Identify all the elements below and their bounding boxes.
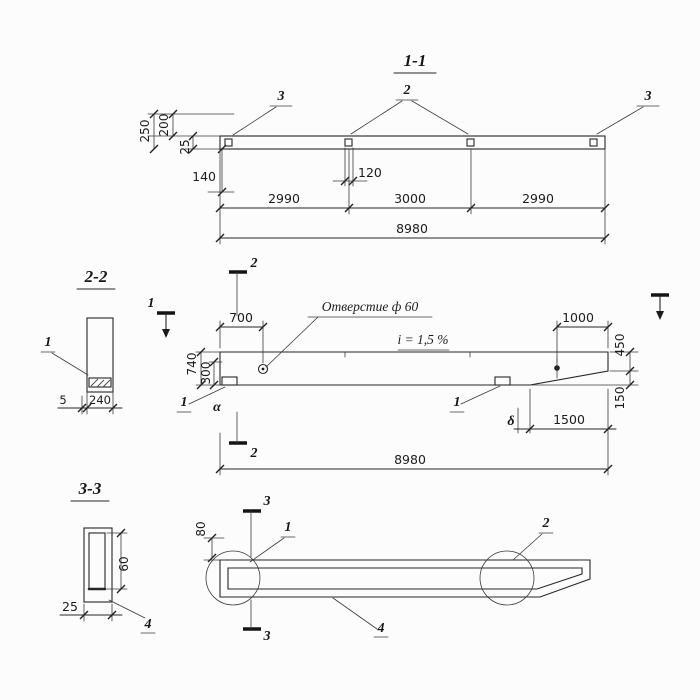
dim-60: 60 — [117, 556, 131, 571]
section-title-3-3: 3-3 — [78, 479, 102, 498]
callout-1-plan: 1 — [285, 520, 292, 535]
section-3-3-inner — [88, 532, 106, 590]
detail-circle-left — [205, 550, 261, 606]
section-2-2-outline — [86, 317, 114, 393]
callout-1-mid: 1 — [454, 395, 461, 410]
dim-240: 240 — [89, 393, 111, 407]
dim-80: 80 — [194, 521, 208, 536]
flange-plate — [88, 377, 112, 388]
callout-2-mid: 2 — [403, 83, 411, 98]
dim-total-elevation: 8980 — [394, 452, 426, 467]
section-mark-3-top: 3 — [263, 494, 271, 509]
hole-note: Отверстие ф 60 — [322, 299, 419, 314]
section-mark-2-top: 2 — [250, 256, 258, 271]
connection-plate — [466, 138, 475, 147]
delta-label: δ — [507, 414, 514, 429]
dim-5: 5 — [59, 393, 66, 407]
slope-label: i = 1,5 % — [397, 332, 448, 347]
beam-top-outline — [219, 135, 606, 150]
section-title-1-1: 1-1 — [404, 51, 427, 70]
connection-plate — [344, 138, 353, 147]
callout-4-section: 4 — [144, 617, 152, 632]
dim-span-2: 3000 — [394, 191, 426, 206]
plan-view: 80 3 3 1 2 4 — [194, 494, 591, 644]
detail-circle-right — [479, 550, 535, 606]
callout-2-plan: 2 — [542, 516, 550, 531]
section-2-2: 2-2 1 5 240 — [40, 267, 123, 415]
dim-740: 740 — [185, 353, 199, 376]
beam-elevation-outline — [219, 351, 609, 386]
callout-3-left: 3 — [277, 89, 285, 104]
dim-total-top: 8980 — [396, 221, 428, 236]
dim-25: 25 — [178, 139, 192, 154]
dim-1000: 1000 — [562, 310, 594, 325]
callout-1: 1 — [45, 335, 52, 350]
dim-700: 700 — [229, 310, 253, 325]
section-arrow-down-left — [162, 329, 170, 338]
connection-plate — [224, 138, 233, 147]
section-mark-2-bottom: 2 — [250, 446, 258, 461]
section-mark-1-left: 1 — [148, 296, 155, 311]
support-notch-mid — [494, 376, 511, 386]
beam-plan-outline — [219, 559, 591, 598]
dim-300: 300 — [199, 362, 213, 385]
section-3-3-outline — [83, 527, 113, 603]
dim-120: 120 — [358, 165, 382, 180]
section-mark-3-bottom: 3 — [263, 629, 271, 644]
dim-25-bottom: 25 — [62, 599, 78, 614]
dim-450: 450 — [613, 334, 627, 357]
view-1-1: 1-1 3 2 3 250 200 25 140 — [138, 51, 660, 245]
beam-plan-inner — [227, 567, 583, 590]
elevation-view: 2 2 1 Отверстие ф 60 i = 1,5 % — [148, 256, 669, 476]
dim-250: 250 — [138, 120, 152, 143]
section-arrow-down-right — [656, 311, 664, 320]
dim-140: 140 — [192, 169, 216, 184]
hole-circle — [257, 363, 269, 375]
section-3-3: 3-3 60 25 4 — [59, 479, 156, 634]
dim-200: 200 — [157, 114, 171, 137]
callout-4-plan: 4 — [377, 621, 385, 636]
dim-span-1: 2990 — [268, 191, 300, 206]
alpha-label: α — [213, 400, 221, 415]
section-title-2-2: 2-2 — [84, 267, 108, 286]
dim-150: 150 — [613, 387, 627, 410]
connection-plate — [589, 138, 598, 147]
callout-1-left: 1 — [181, 395, 188, 410]
dim-span-3: 2990 — [522, 191, 554, 206]
dim-1500: 1500 — [553, 412, 585, 427]
callout-3-right: 3 — [644, 89, 652, 104]
support-notch-left — [221, 376, 238, 386]
